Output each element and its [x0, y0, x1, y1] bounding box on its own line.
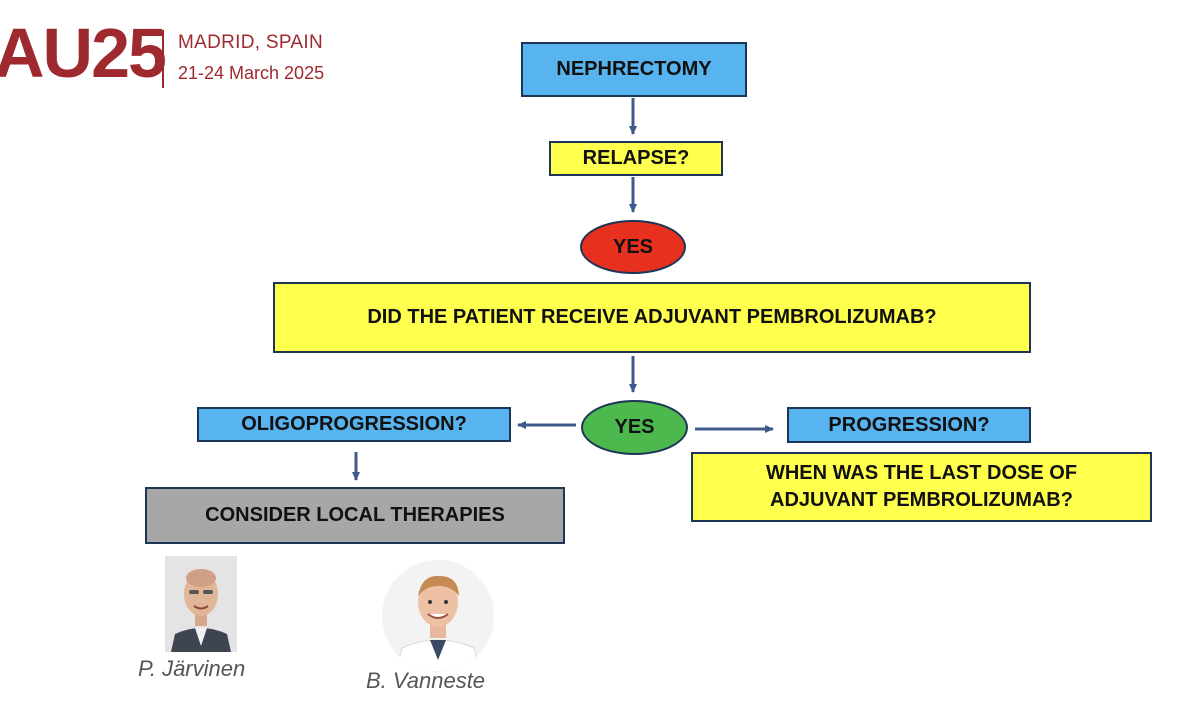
yes-relapse-label: YES [612, 235, 654, 258]
yes-relapse-oval: YES [580, 220, 686, 274]
local-therapies-box: CONSIDER LOCAL THERAPIES [145, 487, 565, 544]
relapse-box: RELAPSE? [549, 141, 723, 176]
local-therapies-label: CONSIDER LOCAL THERAPIES [205, 504, 505, 526]
oligoprogression-box: OLIGOPROGRESSION? [197, 407, 511, 442]
yes-adjuvant-label: YES [614, 416, 655, 438]
nephrectomy-label: NEPHRECTOMY [556, 58, 712, 80]
last-dose-line-1: WHEN WAS THE LAST DOSE OF [765, 462, 1078, 484]
adjuvant-question-box: DID THE PATIENT RECEIVE ADJUVANT PEMBROL… [273, 282, 1031, 353]
progression-box: PROGRESSION? [787, 407, 1031, 443]
oligoprogression-label: OLIGOPROGRESSION? [241, 413, 467, 435]
conference-dates: 21-24 March 2025 [178, 63, 325, 83]
relapse-label: RELAPSE? [582, 147, 690, 169]
last-dose-line-2: ADJUVANT PEMBROLIZUMAB? [770, 489, 1073, 511]
speaker-photo-jarvinen [165, 556, 237, 652]
logo-divider [162, 30, 164, 88]
adjuvant-question-label: DID THE PATIENT RECEIVE ADJUVANT PEMBROL… [367, 306, 937, 328]
speaker-name-vanneste: B. Vanneste [366, 668, 486, 693]
speaker-name-jarvinen: P. Järvinen [138, 656, 246, 681]
progression-label: PROGRESSION? [828, 413, 990, 436]
nephrectomy-box: NEPHRECTOMY [521, 42, 747, 97]
last-dose-box: WHEN WAS THE LAST DOSE OF ADJUVANT PEMBR… [691, 452, 1152, 522]
conference-logo: AU25 [0, 14, 167, 92]
yes-adjuvant-oval: YES [581, 400, 688, 455]
conference-city: MADRID, SPAIN [178, 32, 324, 53]
speaker-photo-vanneste [382, 560, 494, 672]
